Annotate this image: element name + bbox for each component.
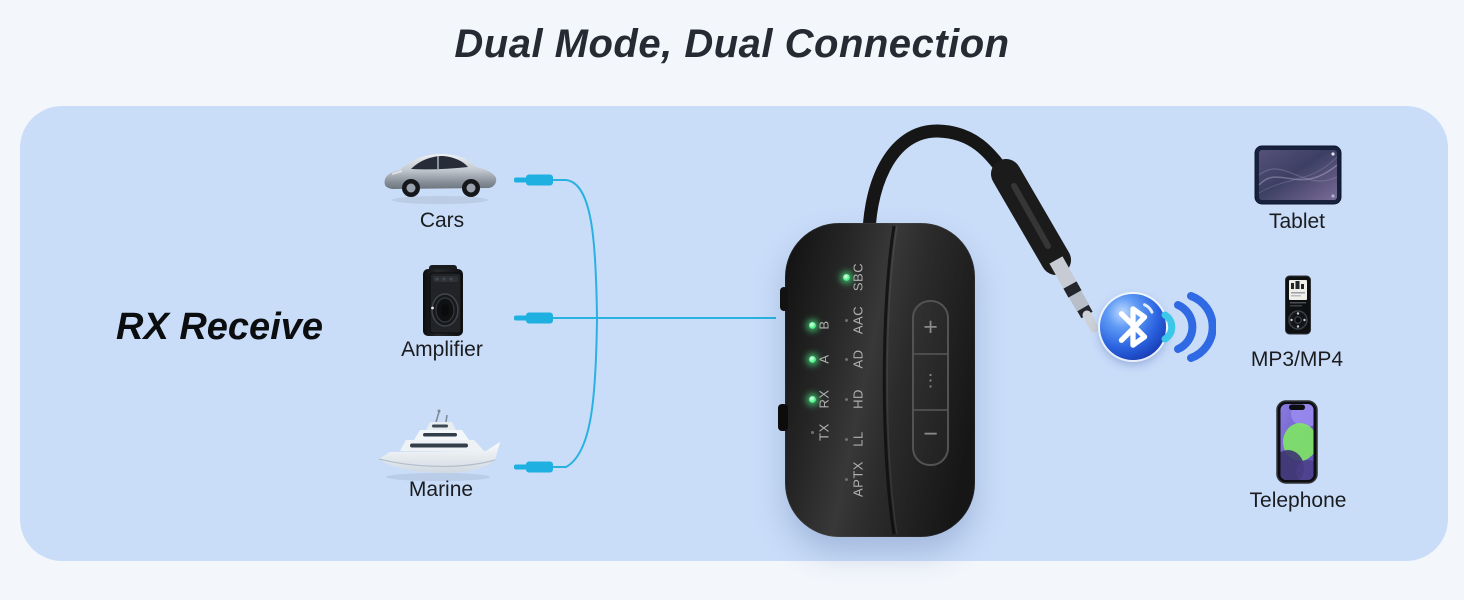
tablet-label: Tablet xyxy=(1268,210,1326,233)
button-rocker: + ⋮ − xyxy=(912,300,949,466)
marine-label: Marine xyxy=(408,478,474,501)
aptx-led xyxy=(845,477,848,481)
device-side-button xyxy=(780,287,788,311)
hd-led xyxy=(845,397,848,401)
rocker-divider xyxy=(914,409,947,411)
volume-down-button: − xyxy=(923,420,938,448)
multifunction-button: ⋮ xyxy=(922,371,939,390)
tx-led xyxy=(811,430,814,434)
rx-receive-heading: RX Receive xyxy=(116,306,324,348)
aac-led xyxy=(845,318,848,322)
bluetooth-device-image: SBC AAC AD HD LL APTX B A RX TX + ⋮ − xyxy=(778,223,975,537)
bluetooth-icon xyxy=(1100,294,1166,360)
mp3-label: MP3/MP4 xyxy=(1250,348,1344,371)
telephone-label: Telephone xyxy=(1249,489,1347,512)
ll-led xyxy=(845,437,848,441)
b-led xyxy=(809,321,816,329)
rocker-divider xyxy=(914,353,947,355)
amplifier-label: Amplifier xyxy=(401,338,483,361)
cars-label: Cars xyxy=(419,209,465,232)
rx-led xyxy=(809,395,816,403)
volume-up-button: + xyxy=(923,313,938,341)
page-title: Dual Mode, Dual Connection xyxy=(454,22,1010,66)
ad-led xyxy=(845,357,848,361)
a-led xyxy=(809,355,816,363)
sbc-led xyxy=(843,273,850,281)
device-side-port xyxy=(778,404,788,431)
